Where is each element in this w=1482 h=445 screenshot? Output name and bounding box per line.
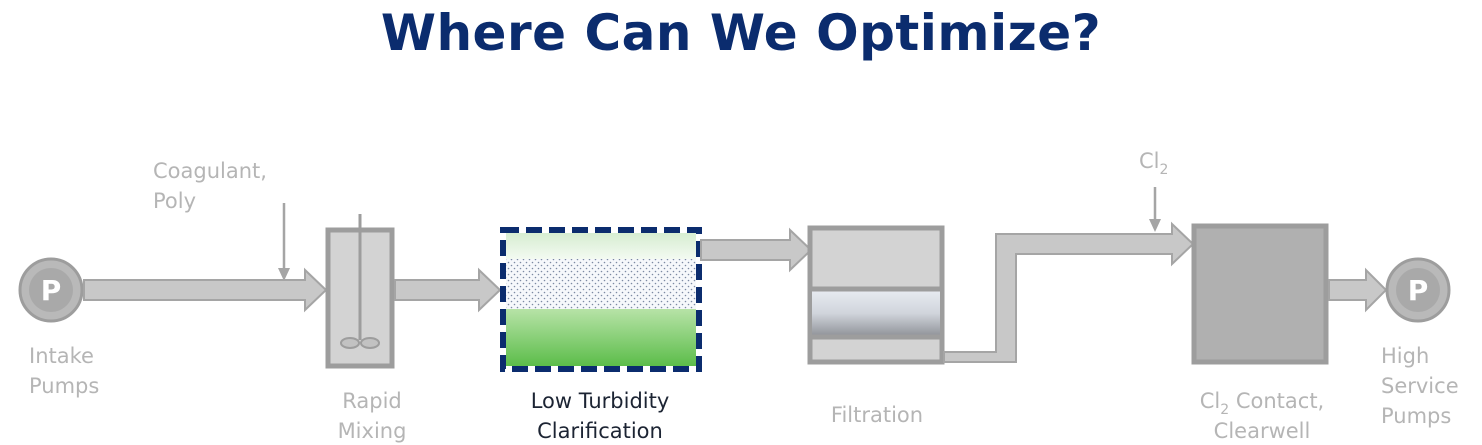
pipe-arrow-filtration [943, 221, 1195, 363]
rapid-mixing-label-line2: Mixing [338, 419, 407, 443]
pipe-arrow-clearwell [1328, 267, 1388, 313]
high-service-label-line2: Service [1381, 374, 1459, 398]
filter-tank [807, 225, 945, 365]
clarifier-tank [506, 233, 696, 366]
chlorine-label: Cl2 [1139, 149, 1168, 178]
coagulant-dosing-arrow [278, 203, 290, 281]
rapid-mixing-label-line1: Rapid [342, 389, 402, 413]
pipe-arrow-mixing [394, 267, 502, 313]
contact-label-line1: Cl2 Contact, [1200, 389, 1324, 418]
pipe-arrow-clarifier [700, 227, 813, 273]
high-service-label-line1: High [1381, 344, 1429, 368]
pipe-arrow-intake [83, 267, 328, 313]
high-service-label-line3: Pumps [1381, 404, 1451, 428]
page-title: Where Can We Optimize? [380, 4, 1102, 62]
clearwell-tank [1191, 223, 1329, 365]
chlorine-dosing-arrow [1149, 187, 1161, 232]
coagulant-label-line2: Poly [153, 189, 196, 213]
coagulant-label-line1: Coagulant, [153, 159, 267, 183]
highlight-box [500, 227, 702, 372]
high-service-pump-symbol: P [1408, 274, 1429, 307]
intake-pump-symbol: P [41, 274, 62, 307]
intake-pump-icon: P [18, 257, 84, 323]
contact-label-line2: Clearwell [1214, 419, 1311, 443]
clarification-label-line1: Low Turbidity [531, 389, 670, 413]
filtration-label: Filtration [831, 403, 923, 427]
rapid-mixing-tank [325, 214, 395, 369]
intake-label-line2: Pumps [29, 374, 99, 398]
intake-label-line1: Intake [29, 344, 94, 368]
clarification-label-line2: Clarification [537, 419, 663, 443]
high-service-pump-icon: P [1385, 257, 1451, 323]
